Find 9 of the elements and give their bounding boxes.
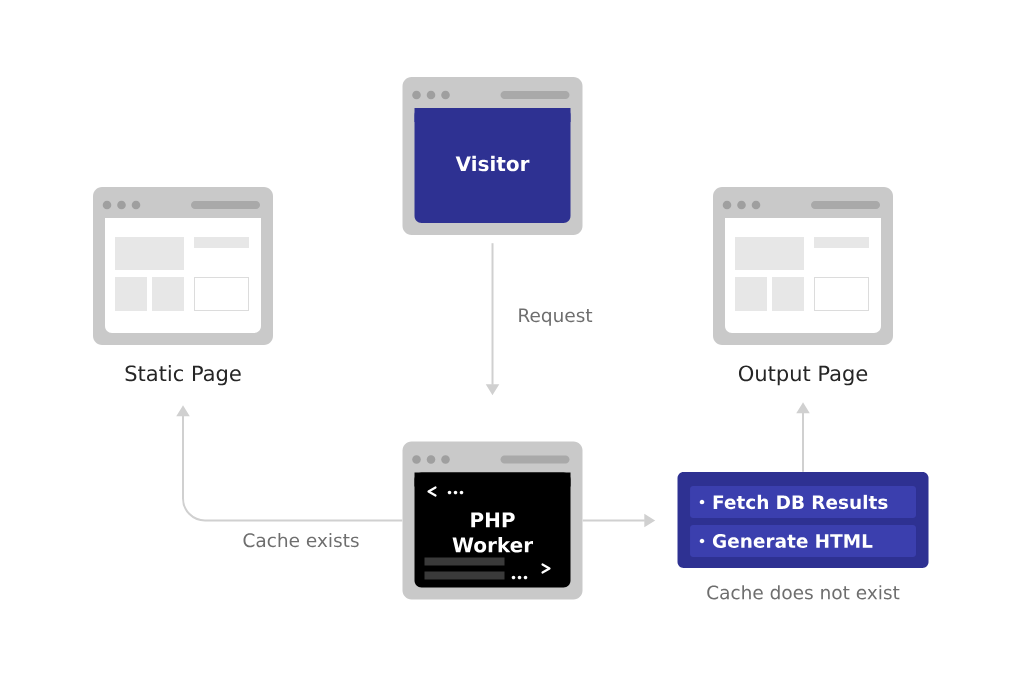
node-label: Output Page bbox=[738, 365, 868, 386]
node-label: Cache does not exist bbox=[707, 585, 900, 600]
edge-label: Cache exists bbox=[240, 530, 362, 550]
list-item: Generate HTML bbox=[690, 525, 916, 557]
node-label: PHP Worker bbox=[452, 512, 533, 553]
node-label: Visitor bbox=[455, 155, 530, 172]
list-item: Fetch DB Results bbox=[690, 486, 916, 518]
edge-label: Request bbox=[515, 306, 595, 328]
node-label: Static Page bbox=[125, 365, 241, 386]
